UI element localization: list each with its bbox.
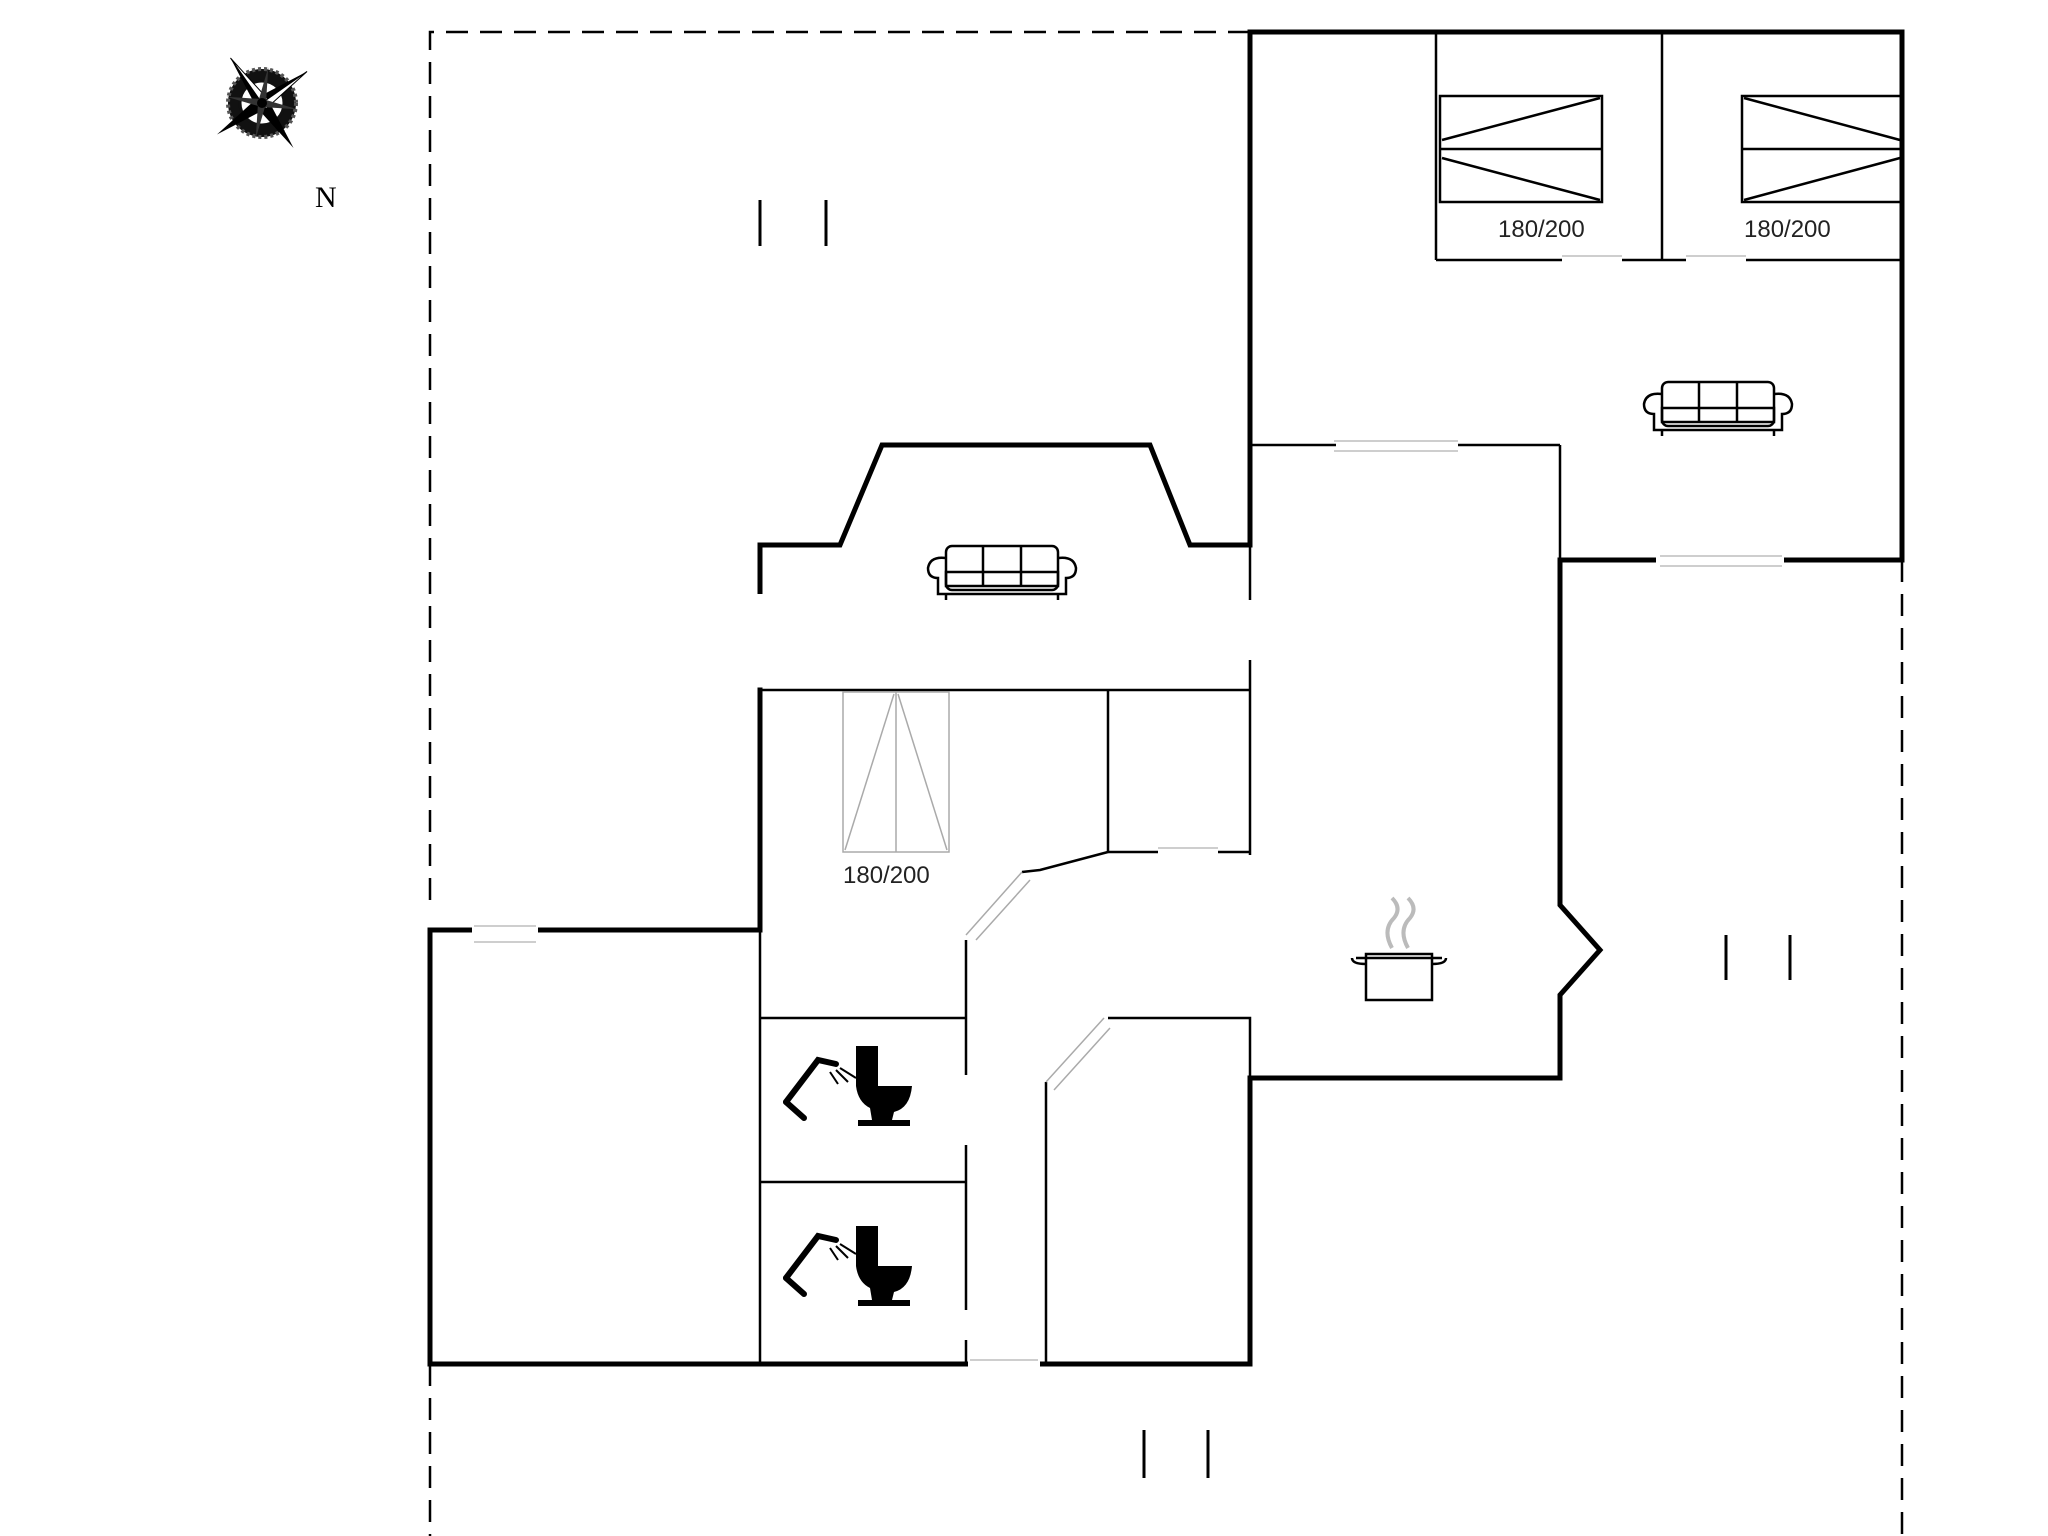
doors <box>965 871 1111 1091</box>
bed-size-label: 180/200 <box>843 862 930 889</box>
toilet-icon <box>856 1046 912 1126</box>
compass-north-label: N <box>315 181 337 214</box>
windows <box>474 255 1782 1361</box>
terrace-marker-north <box>758 200 828 246</box>
bed-icon <box>1740 94 1904 204</box>
toilet-icon <box>856 1226 912 1306</box>
terrace-outline <box>428 30 1904 1536</box>
bed-size-label: 180/200 <box>1498 216 1585 243</box>
sofa-icon <box>926 544 1078 600</box>
shower-icon <box>783 1232 857 1297</box>
terrace-marker-east <box>1724 935 1792 980</box>
wall-openings <box>472 555 1784 1369</box>
sofa-icon <box>1642 380 1794 436</box>
bed-icon <box>1438 94 1604 204</box>
shower-icon <box>783 1056 857 1121</box>
bed-icon <box>842 691 950 853</box>
bed-size-label: 180/200 <box>1744 216 1831 243</box>
cooking-pot-icon <box>1350 896 1448 1002</box>
compass-rose-icon <box>216 57 308 149</box>
exterior-walls <box>427 29 1905 1367</box>
terrace-marker-south <box>1142 1430 1210 1478</box>
interior-walls <box>758 32 1902 1364</box>
